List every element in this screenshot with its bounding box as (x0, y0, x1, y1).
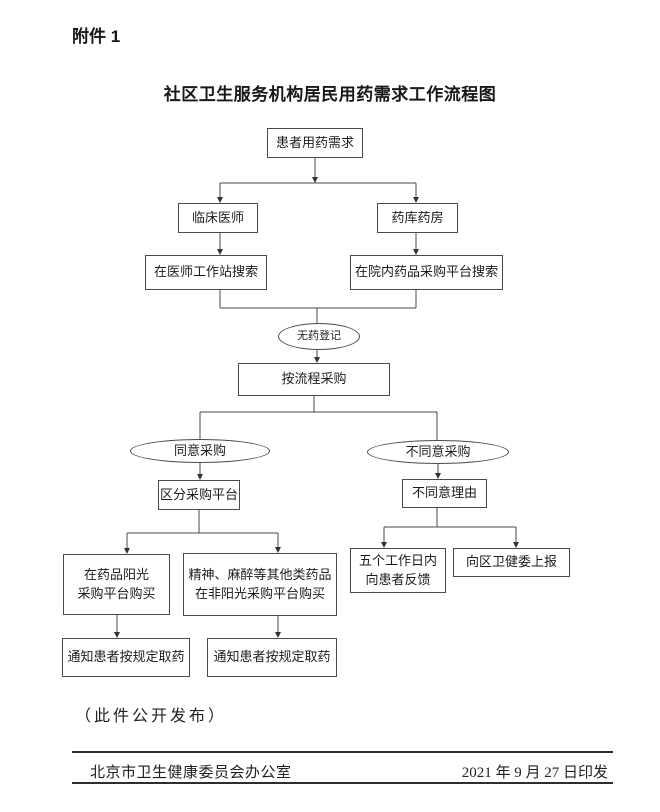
flow-node-sunshine-platform-buy: 在药品阳光 采购平台购买 (63, 554, 170, 615)
flow-node-pharmacy: 药库药房 (377, 203, 458, 233)
flow-node-non-sunshine-buy: 精神、麻醉等其他类药品 在非阳光采购平台购买 (183, 553, 337, 616)
attachment-label: 附件 1 (72, 27, 121, 46)
flow-node-no-drug-register: 无药登记 (278, 323, 360, 350)
flow-node-feedback-in-5-days: 五个工作日内 向患者反馈 (350, 548, 446, 593)
publish-note: （此件公开发布） (75, 708, 228, 725)
connector-lines (116, 158, 517, 637)
flow-node-procure-by-process: 按流程采购 (238, 363, 390, 396)
footer-issuer: 北京市卫生健康委员会办公室 (90, 765, 292, 781)
footer-row: 北京市卫生健康委员会办公室 2021 年 9 月 27 日印发 (72, 761, 613, 782)
flow-node-search-hospital-platform: 在院内药品采购平台搜索 (350, 255, 503, 290)
footer-rule-top (72, 751, 613, 753)
flow-node-notify-pickup-left: 通知患者按规定取药 (62, 638, 190, 677)
flow-node-disagree-reason: 不同意理由 (402, 479, 487, 508)
page-title: 社区卫生服务机构居民用药需求工作流程图 (163, 85, 497, 104)
flow-node-notify-pickup-right: 通知患者按规定取药 (207, 638, 337, 677)
footer-rule-bottom (72, 782, 613, 784)
flow-node-search-workstation: 在医师工作站搜索 (145, 255, 267, 290)
flow-node-disagree-procure: 不同意采购 (367, 440, 509, 464)
connector-arrowheads (114, 177, 519, 638)
flow-node-distinguish-platform: 区分采购平台 (158, 480, 240, 510)
flow-node-agree-procure: 同意采购 (130, 439, 270, 463)
flow-node-patient-demand: 患者用药需求 (267, 128, 363, 158)
footer-print-date: 2021 年 9 月 27 日印发 (461, 765, 608, 781)
flow-node-report-to-district: 向区卫健委上报 (453, 548, 570, 577)
flow-node-clinical-physician: 临床医师 (178, 203, 258, 233)
